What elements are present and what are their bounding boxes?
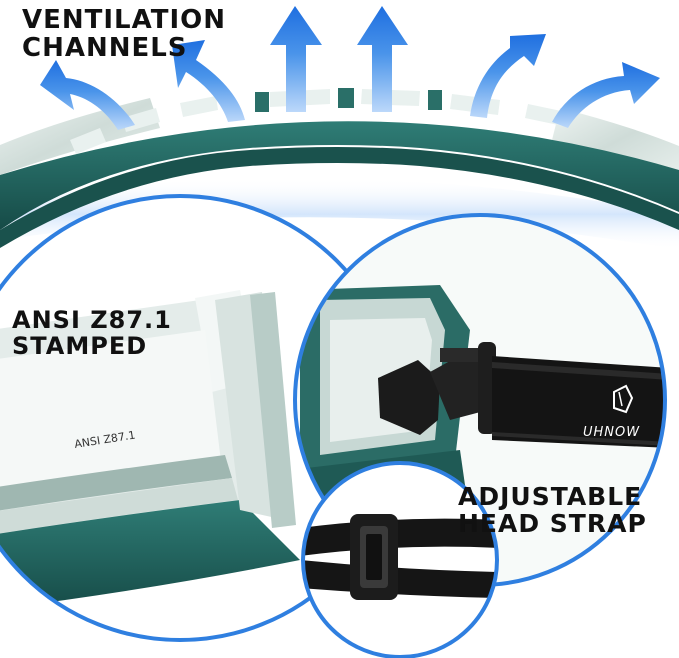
brand-logo-icon: [613, 384, 634, 414]
strap-adjuster-circle: [301, 461, 499, 658]
ansi-stamped-caption: ANSI Z87.1 STAMPED: [12, 306, 172, 360]
brand-logo-text: UHNOW: [583, 425, 640, 440]
airflow-arrow-icon: [40, 6, 660, 130]
ventilation-channels-caption: VENTILATION CHANNELS: [22, 5, 226, 64]
adjustable-strap-caption: ADJUSTABLE HEAD STRAP: [458, 482, 647, 538]
